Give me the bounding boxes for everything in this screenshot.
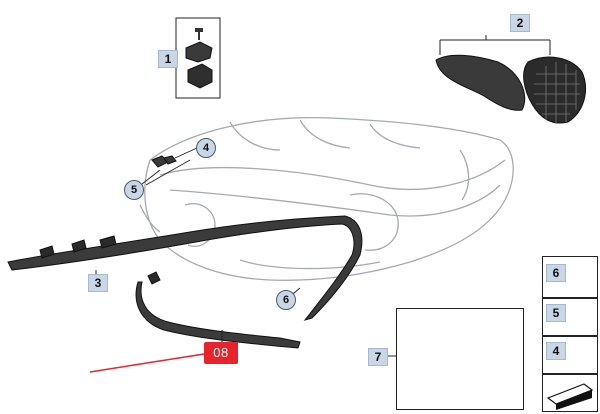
- callout-1[interactable]: 1: [158, 50, 178, 68]
- side-panel-4-tag[interactable]: 4: [546, 342, 566, 360]
- callout-5[interactable]: 5: [124, 180, 144, 200]
- side-cell-6: [542, 256, 598, 298]
- part-2-covers: [435, 35, 586, 124]
- leader-lines-4-5: [141, 147, 198, 186]
- callout-6[interactable]: 6: [276, 290, 296, 310]
- part-08-badge[interactable]: 08: [204, 342, 238, 364]
- side-panel-6-tag[interactable]: 6: [546, 264, 566, 282]
- part-1-clip-icons: [185, 28, 213, 89]
- red-pointer-line: [89, 353, 205, 373]
- callout-3[interactable]: 3: [88, 274, 108, 292]
- side-panel-5-tag[interactable]: 5: [546, 304, 566, 322]
- callout-2[interactable]: 2: [510, 14, 530, 32]
- part-7-box: [396, 308, 524, 410]
- headlight-housing: [139, 116, 514, 281]
- part-08-bracket: [135, 271, 301, 349]
- callout-4[interactable]: 4: [196, 138, 216, 158]
- side-cell-icon: [542, 374, 598, 412]
- wedge-icon: [546, 383, 594, 410]
- callout-7[interactable]: 7: [368, 348, 388, 366]
- part-3-trim-strip: [7, 215, 363, 321]
- small-parts-4-5: [151, 155, 177, 168]
